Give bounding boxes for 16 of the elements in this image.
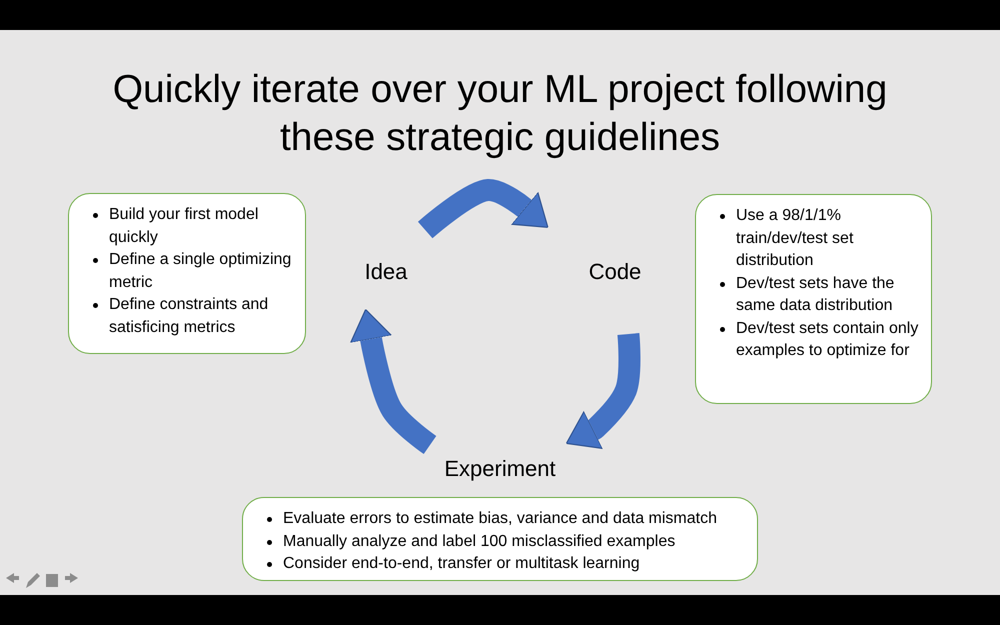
bullet-card bbox=[68, 193, 306, 354]
bullet-text: Use a 98/1/1% train/dev/test set distribution bbox=[736, 206, 854, 271]
bullet-text: Manually analyze and label 100 misclassified examples bbox=[283, 532, 676, 552]
bullet-text: Evaluate errors to estimate bias, variance and data mismatch bbox=[283, 509, 718, 529]
cycle-label: Idea bbox=[364, 259, 408, 285]
bullet-text: Define a single optimizing metric bbox=[109, 250, 292, 292]
bullet-text: Dev/test sets have the same data distribution bbox=[736, 274, 896, 316]
bullet-text: Define constraints and satisficing metrics bbox=[109, 295, 270, 338]
cycle-label: Code bbox=[588, 259, 642, 285]
bullet-card bbox=[242, 497, 758, 581]
bullet-text: Build your first model quickly bbox=[109, 205, 260, 248]
cycle-label: Experiment bbox=[444, 456, 556, 482]
bullet-text: Consider end-to-end, transfer or multitask learning bbox=[283, 554, 641, 574]
slide-title: Quickly iterate over your ML project following these strategic guidelines bbox=[112, 67, 888, 161]
bullet-card bbox=[695, 194, 932, 404]
bullet-text: Dev/test sets contain only examples to optimize for bbox=[736, 318, 919, 361]
